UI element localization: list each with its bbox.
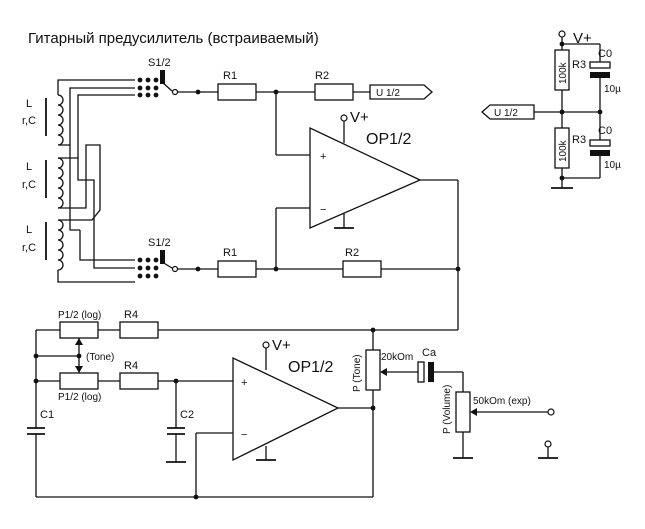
u12-input-tag [481,104,535,120]
pickup-2-l-label: L [26,161,32,173]
pickup-coil-3: L r,C [22,219,64,271]
pot-tone-value: 20kOm [381,352,413,363]
pickup-3-l-label: L [26,224,32,236]
pickup-1-rc-label: r,C [22,115,36,127]
switch-s1-lower: S1/2 [137,237,201,279]
pickup-coil-2: L r,C [22,157,64,209]
schematic-title: Гитарный предусилитель (встраиваемый) [28,30,319,47]
resistor-r2-lower [342,260,382,278]
pot-tone [365,349,381,391]
switch-s1-lower-label: S1/2 [148,237,171,249]
switch-s1-upper: S1/2 [137,57,201,98]
resistor-r4-lower [119,372,159,390]
u12-input-label: U 1/2 [494,108,518,119]
ca-label: Ca [422,347,437,359]
r2-lower-label: R2 [345,247,359,259]
r4-upper-label: R4 [124,309,138,321]
pot-tone-label: P (Tone) [352,354,363,392]
c0-bottom-value: 10µ [604,160,621,171]
pot-volume-label: P (Volume) [442,385,453,434]
pickup-3-rc-label: r,C [22,242,36,254]
pickup-coils: L r,C L r,C L r,C [22,79,135,283]
opamp-upper-plus: + [320,151,326,163]
resistor-r1-upper [217,83,257,101]
vplus-lower-label: V+ [272,337,291,354]
opamp-lower-label: OP1/2 [288,359,333,376]
vplus-bias-label: V+ [573,30,592,47]
opamp-lower-plus: + [241,377,247,389]
opamp-lower-minus: − [241,429,247,441]
c1-label: C1 [40,409,54,421]
tone-gang-label: (Tone) [86,352,114,363]
switch-s1-upper-label: S1/2 [148,57,171,69]
pot-p1-upper-label: P1/2 (log) [58,310,101,321]
vplus-upper-label: V+ [350,109,369,126]
r3-top-value: 100k [558,61,569,84]
u12-output-label: U 1/2 [376,88,400,99]
resistor-r4-upper [119,321,159,339]
opamp-upper-minus: − [320,204,326,216]
resistor-r1-lower [217,260,257,278]
c2-label: C2 [180,409,194,421]
output-controls: P (Tone) 20kOm Ca P (Volume) 50kOm (exp) [352,330,558,497]
pot-p1-lower-label: P1/2 (log) [58,392,101,403]
r3-bottom-label: R3 [572,134,586,146]
c0-top-value: 10µ [604,84,621,95]
opamp-lower [232,356,340,462]
r2-upper-label: R2 [315,70,329,82]
lower-amp-stage: + − OP1/2 V+ [232,337,376,462]
pot-p1-lower [59,372,99,390]
tone-network: P1/2 (log) R4 (Tone) P1/2 (log) R4 C1 [27,309,458,500]
pot-p1-upper [59,321,99,339]
resistor-r2-upper [314,83,354,101]
c0-top-label: C0 [598,48,612,60]
u12-output-tag [369,84,433,100]
opamp-upper-label: OP1/2 [366,131,411,148]
r3-bottom-value: 100k [558,139,569,162]
opamp-upper [309,126,422,229]
r1-lower-label: R1 [223,247,237,259]
upper-amp-stage: R1 R2 U 1/2 + − OP1/2 V+ R1 R2 [198,70,461,330]
bias-divider: V+ 100k R3 C0 10µ U 1/2 100k R3 C [481,30,621,189]
pot-volume [455,391,471,433]
r4-lower-label: R4 [124,360,138,372]
pickup-2-rc-label: r,C [22,179,36,191]
c0-bottom-label: C0 [598,125,612,137]
r3-top-label: R3 [572,59,586,71]
pickup-coil-1: L r,C [22,94,64,146]
r1-upper-label: R1 [223,70,237,82]
pot-volume-value: 50kOm (exp) [473,396,531,407]
pickup-1-l-label: L [26,98,32,110]
